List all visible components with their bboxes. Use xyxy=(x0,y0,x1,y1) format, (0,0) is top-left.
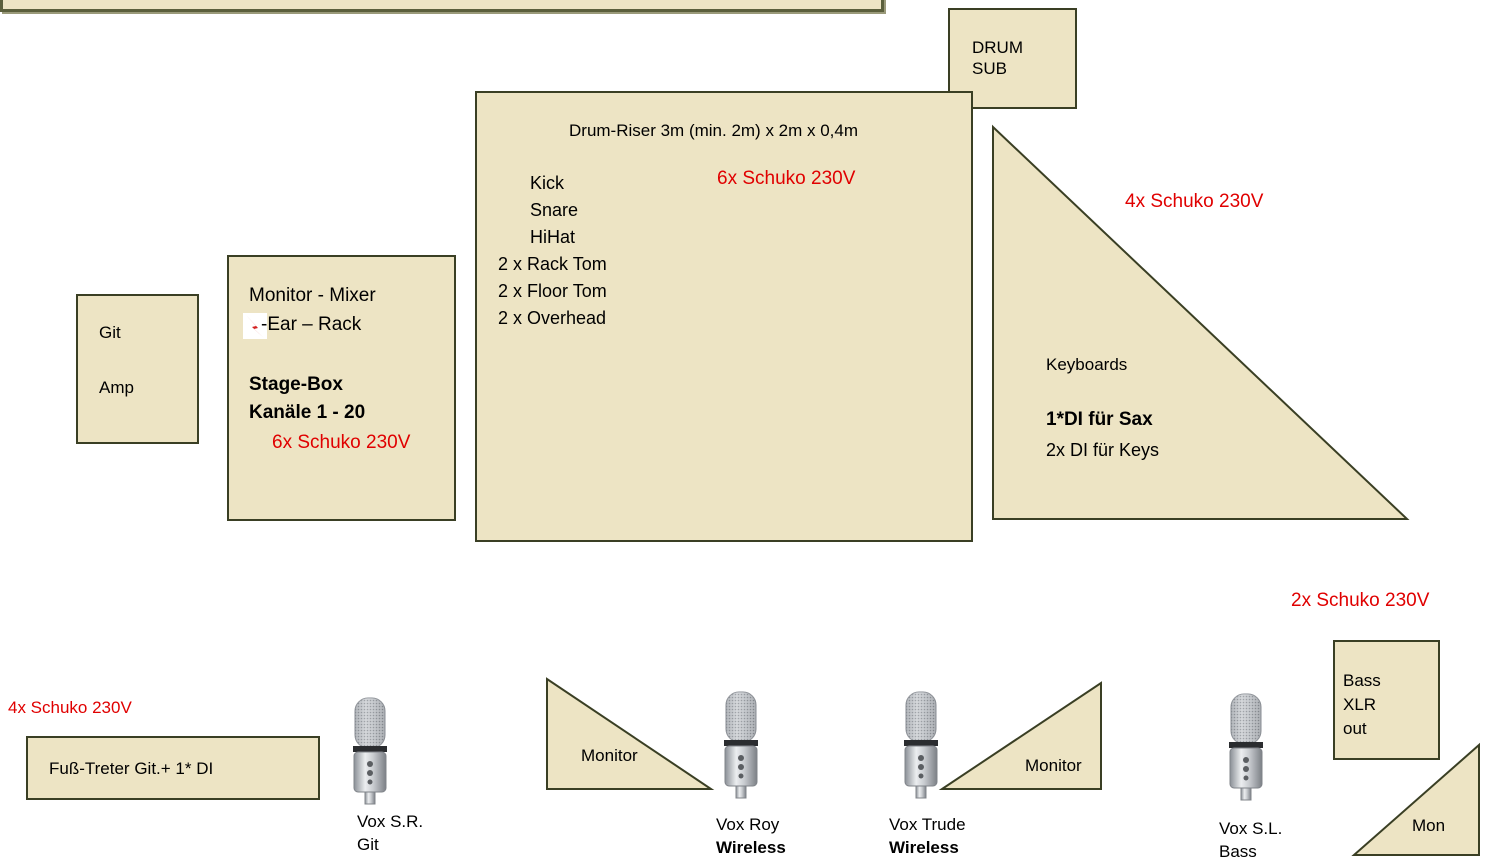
stage-box-label: Stage-Box xyxy=(249,374,343,396)
bass-xlr-label-1: Bass xyxy=(1343,670,1381,692)
vox-sl-label-1: Vox S.L. xyxy=(1219,818,1282,840)
drum-sub-label-1: DRUM xyxy=(972,37,1023,59)
bass-power: 2x Schuko 230V xyxy=(1291,590,1429,612)
mon-corner-label: Mon xyxy=(1412,815,1445,837)
top-frame-fragment xyxy=(0,0,884,12)
vox-roy-label-1: Vox Roy xyxy=(716,814,779,836)
git-amp-label-2: Amp xyxy=(99,377,134,399)
bass-xlr-label-2: XLR xyxy=(1343,694,1376,716)
git-amp-box: Git Amp xyxy=(76,294,199,444)
channels-label: Kanäle 1 - 20 xyxy=(249,402,365,424)
mon-corner-wedge xyxy=(1354,745,1479,855)
monitor-left-wedge xyxy=(547,679,711,789)
monitor-mixer-label: Monitor - Mixer xyxy=(249,285,376,307)
vox-trude-label-1: Vox Trude xyxy=(889,814,966,836)
monitor-right-label: Monitor xyxy=(1025,755,1082,777)
drum-item-floor-tom: 2 x Floor Tom xyxy=(498,280,607,302)
fusstreter-box: Fuß-Treter Git.+ 1* DI xyxy=(26,736,320,800)
vox-trude-label-2: Wireless xyxy=(889,837,959,859)
drum-item-overhead: 2 x Overhead xyxy=(498,307,606,329)
bass-xlr-label-3: out xyxy=(1343,718,1367,740)
drum-riser-title: Drum-Riser 3m (min. 2m) x 2m x 0,4m xyxy=(569,120,858,142)
microphone-icon-vox-sr xyxy=(351,696,391,806)
drum-item-rack-tom: 2 x Rack Tom xyxy=(498,253,607,275)
monitor-mixer-power: 6x Schuko 230V xyxy=(272,432,410,454)
drum-item-kick: Kick xyxy=(530,172,564,194)
vox-sr-label-1: Vox S.R. xyxy=(357,811,423,833)
drum-item-snare: Snare xyxy=(530,199,578,221)
front-left-power: 4x Schuko 230V xyxy=(8,697,132,719)
bass-xlr-box: Bass XLR out xyxy=(1333,640,1440,760)
git-amp-label-1: Git xyxy=(99,322,121,344)
keyboards-power: 4x Schuko 230V xyxy=(1125,191,1263,213)
drum-sub-label-2: SUB xyxy=(972,58,1007,80)
vox-sr-label-2: Git xyxy=(357,834,379,856)
microphone-icon-vox-roy xyxy=(722,690,762,800)
keyboards-di-keys: 2x DI für Keys xyxy=(1046,439,1159,461)
monitor-left-label: Monitor xyxy=(581,745,638,767)
drum-riser-box: Drum-Riser 3m (min. 2m) x 2m x 0,4m 6x S… xyxy=(475,91,973,542)
fusstreter-label: Fuß-Treter Git.+ 1* DI xyxy=(49,758,213,780)
in-ear-rack-label: -Ear – Rack xyxy=(261,314,361,336)
keyboards-di-sax: 1*DI für Sax xyxy=(1046,409,1153,431)
vox-sl-label-2: Bass xyxy=(1219,841,1257,863)
drum-item-hihat: HiHat xyxy=(530,226,575,248)
microphone-icon-vox-trude xyxy=(902,690,942,800)
keyboards-label: Keyboards xyxy=(1046,354,1127,376)
monitor-mixer-box: Monitor - Mixer -Ear – Rack Stage-Box Ka… xyxy=(227,255,456,521)
vox-roy-label-2: Wireless xyxy=(716,837,786,859)
microphone-icon-vox-sl xyxy=(1227,692,1267,802)
drum-riser-power: 6x Schuko 230V xyxy=(717,168,855,190)
